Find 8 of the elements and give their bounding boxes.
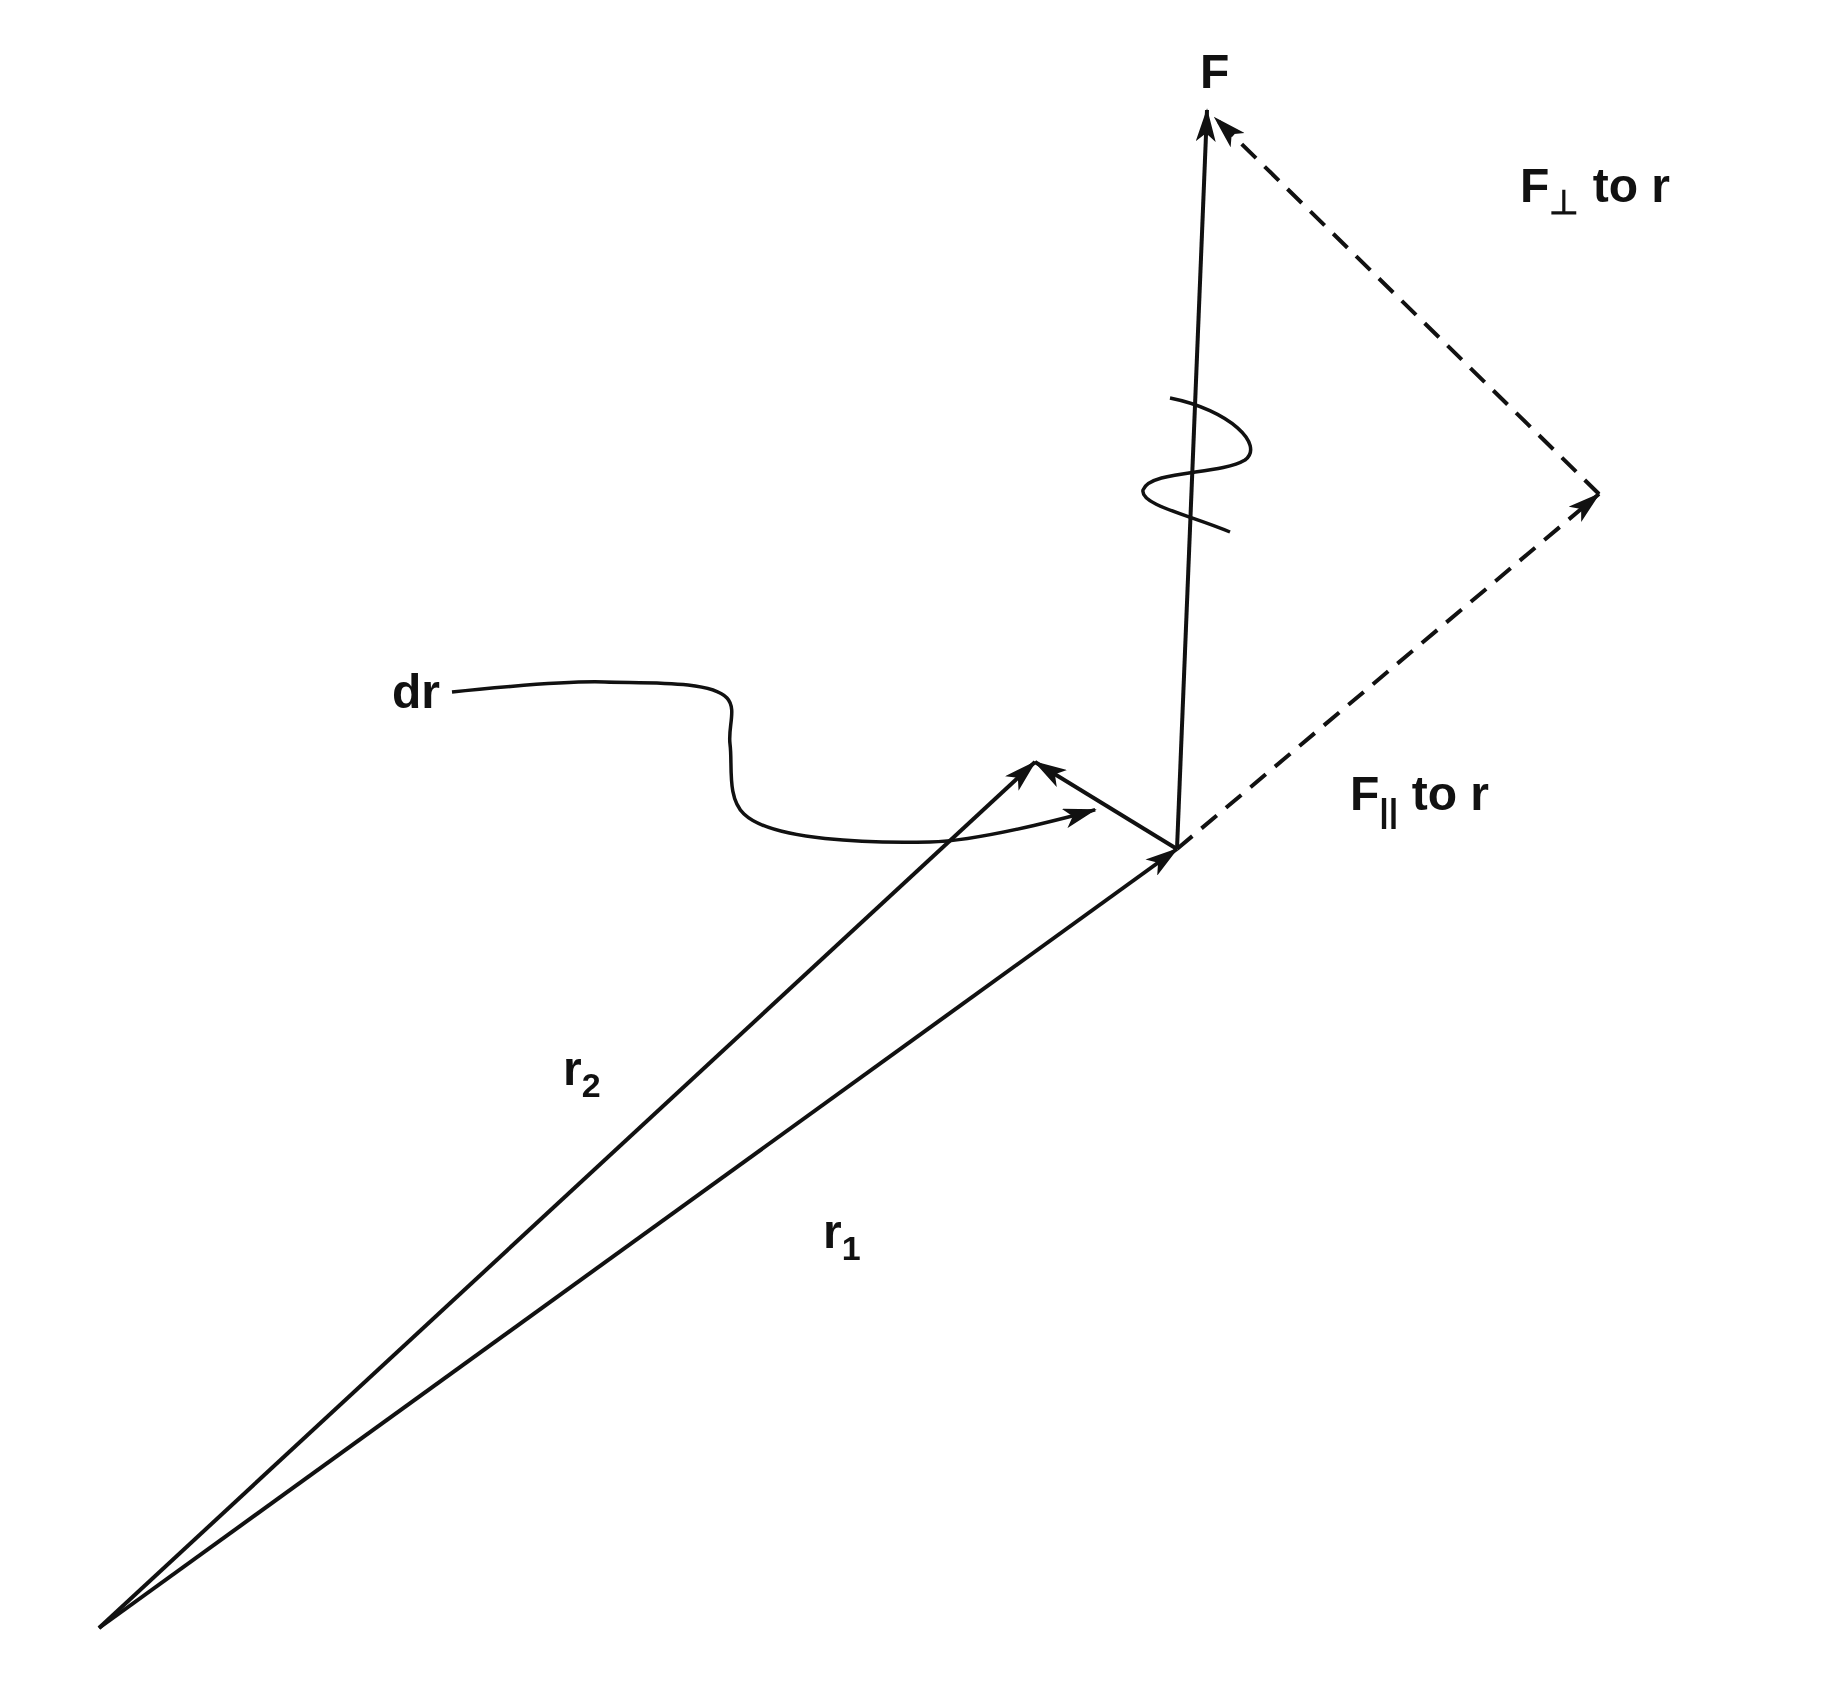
vector-label: F xyxy=(1200,48,1230,96)
vector-label: r$_{2}$ xyxy=(563,1045,601,1102)
leader-line xyxy=(451,680,1097,844)
vector-label: r$_{1}$ xyxy=(823,1208,861,1265)
vector-label: F$_{⊥}$ to r xyxy=(1520,162,1670,219)
vector-label: dr xyxy=(392,668,440,716)
vector-label: F$_{||}$ to r xyxy=(1350,770,1489,827)
displacement-arrow xyxy=(1033,760,1179,851)
